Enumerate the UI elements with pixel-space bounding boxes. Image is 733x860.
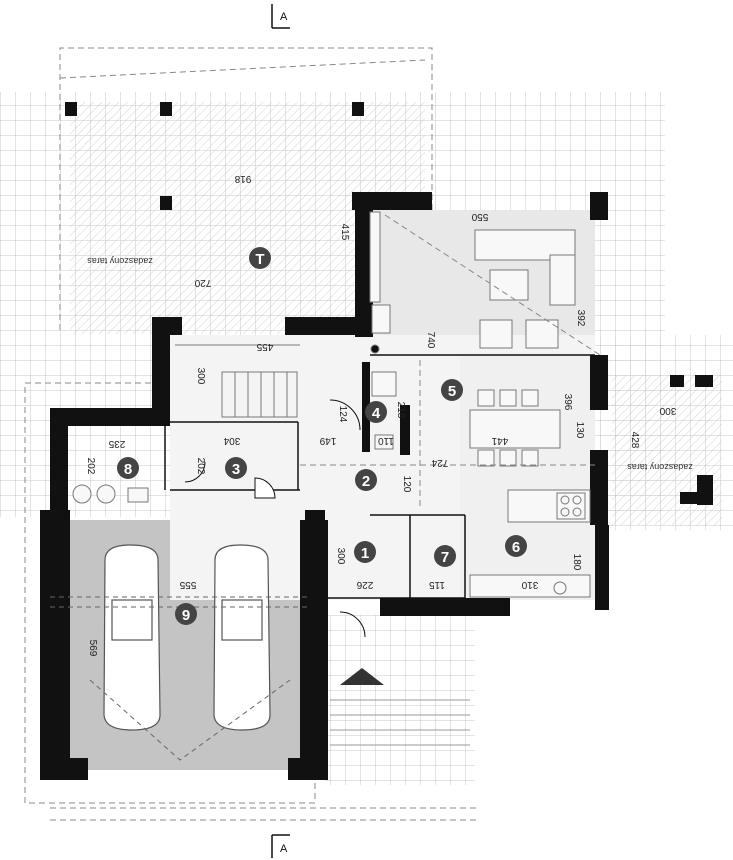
- dim-wc-depth: 218: [395, 402, 406, 419]
- room-badge-6: 6: [505, 535, 527, 557]
- dim-hall-width: 149: [319, 435, 336, 446]
- dim-boiler-depth: 202: [85, 458, 96, 475]
- room-badge-5: 5: [441, 379, 463, 401]
- room-badge-4: 4: [365, 401, 387, 423]
- room-number-7: 7: [441, 549, 449, 566]
- kitchen-furniture: [469, 489, 591, 598]
- dim-entry-width: 226: [356, 579, 373, 590]
- dim-pantry-width: 304: [223, 435, 240, 446]
- section-mark-top: A: [271, 4, 290, 29]
- walls: [40, 192, 713, 780]
- room-number-4: 4: [372, 405, 381, 422]
- room-badge-2: 2: [355, 469, 377, 491]
- staircase: [175, 344, 300, 418]
- entrance-steps: [330, 699, 470, 746]
- terrace-label-left: zadaszony taras: [87, 256, 153, 266]
- section-label-bottom: A: [280, 843, 288, 855]
- dim-dining-side: 130: [574, 422, 585, 439]
- room-number-9: 9: [182, 607, 190, 624]
- dim-kitchen-width: 310: [521, 579, 538, 590]
- dim-kitchen-side: 180: [571, 554, 582, 571]
- dim-terrace-inner: 720: [194, 277, 211, 288]
- dim-living-depth: 392: [575, 310, 586, 327]
- room-number-T: T: [255, 251, 264, 268]
- dim-entry-depth: 300: [335, 548, 346, 565]
- dim-wc-width: 110: [378, 435, 394, 446]
- section-mark-bottom: A: [271, 834, 290, 858]
- dim-dining-width: 441: [491, 435, 508, 446]
- dim-living-width: 550: [471, 211, 488, 222]
- dim-pantry-depth: 202: [195, 458, 206, 475]
- garage-cars: [103, 544, 271, 731]
- dim-dining-depth: 396: [562, 394, 573, 411]
- room-number-3: 3: [232, 461, 240, 478]
- dim-wc-door: 124: [337, 406, 348, 423]
- dining-furniture: [469, 389, 561, 467]
- room-number-1: 1: [361, 545, 369, 562]
- dim-garage-width: 555: [179, 579, 196, 590]
- room-badge-8: 8: [117, 457, 139, 479]
- upper-floor-lines: [300, 214, 601, 510]
- dim-hall-length: 724: [431, 457, 448, 468]
- room-badge-7: 7: [434, 545, 456, 567]
- room-number-5: 5: [448, 383, 456, 400]
- interior-lines: [164, 354, 595, 599]
- dim-garage-depth: 569: [87, 640, 98, 657]
- entrance-arrow: [340, 668, 384, 685]
- room-badge-3: 3: [225, 457, 247, 479]
- dim-boiler-width: 235: [108, 438, 125, 449]
- dim-terrace-height: 415: [339, 224, 350, 241]
- dim-right-terrace-depth: 428: [629, 432, 640, 449]
- room-number-6: 6: [512, 539, 520, 556]
- door-swings: [184, 399, 366, 638]
- room-badge-T: T: [249, 247, 271, 269]
- terrace-label-right: zadaszony taras: [627, 462, 693, 472]
- room-number-8: 8: [124, 461, 132, 478]
- room-badge-1: 1: [354, 541, 376, 563]
- living-furniture: [369, 211, 576, 349]
- section-label-top: A: [280, 11, 288, 23]
- dim-stair-height: 300: [195, 368, 206, 385]
- dim-closet-width: 115: [429, 579, 445, 590]
- room-badge-9: 9: [175, 603, 197, 625]
- dim-living-height: 740: [425, 332, 436, 349]
- dim-right-terrace-width: 300: [659, 405, 676, 416]
- utility-furniture: [72, 304, 397, 504]
- dim-hall-side: 120: [401, 476, 412, 493]
- dimension-labels: 918 415 720 550 392 740 455 300 218 124 …: [85, 173, 676, 657]
- dim-terrace-width: 918: [234, 173, 251, 184]
- dim-stair-width: 455: [256, 341, 273, 352]
- room-number-2: 2: [362, 473, 370, 490]
